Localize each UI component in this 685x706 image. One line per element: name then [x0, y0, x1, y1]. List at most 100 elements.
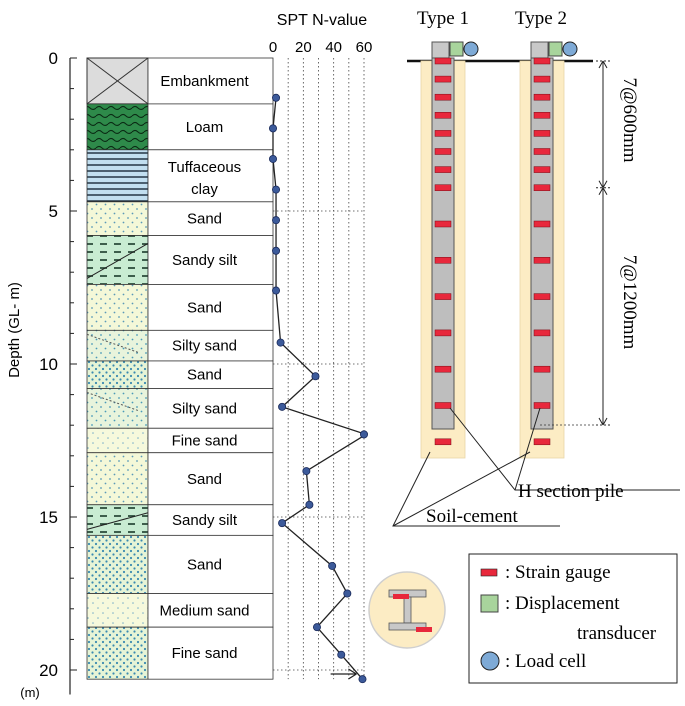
layer-pattern	[86, 284, 149, 331]
spt-point	[268, 124, 277, 133]
spt-tick-label: 0	[269, 39, 277, 56]
layer-pattern	[86, 149, 149, 203]
depth-tick-label: 5	[49, 202, 58, 221]
pile-type-1-label: Type 1	[417, 8, 469, 29]
h-pile-leader	[514, 407, 541, 491]
strain-gauge	[533, 257, 551, 264]
h-section-web	[403, 596, 412, 624]
layer-name-cell	[147, 360, 274, 389]
layer-name-cell	[147, 534, 274, 594]
layer-boundary-diagonal	[86, 512, 149, 530]
strain-gauge-icon	[480, 568, 498, 577]
spt-point	[358, 675, 367, 684]
strain-gauge	[434, 402, 452, 409]
layer-pattern	[86, 452, 149, 506]
strain-gauge	[533, 112, 551, 119]
strain-gauge	[434, 329, 452, 337]
layer-name-cell	[147, 57, 274, 105]
layer-name: Sand	[187, 556, 222, 573]
layer-name: Embankment	[160, 73, 249, 90]
layer-pattern	[86, 534, 149, 594]
legend-transducer: transducer	[577, 623, 657, 644]
soil-cement-label: Soil-cement	[426, 506, 519, 527]
h-pile-leader	[449, 407, 680, 491]
depth-tick-label: 10	[39, 355, 58, 374]
displacement-transducer	[548, 41, 563, 57]
spt-point	[302, 467, 311, 476]
layer-name-cell	[147, 626, 274, 680]
layer-name: Fine sand	[172, 645, 238, 662]
layer-boundary-diagonal	[86, 243, 149, 279]
load-cell	[463, 41, 479, 57]
strain-gauge	[434, 184, 452, 191]
strain-gauge	[434, 365, 452, 373]
strain-gauge	[434, 75, 452, 83]
strain-gauge	[533, 402, 551, 409]
spt-point	[268, 154, 277, 163]
strain-gauge	[434, 148, 452, 155]
layer-name: Sand	[187, 211, 222, 228]
dimension-arrowhead	[598, 60, 608, 69]
layer-pattern	[86, 235, 149, 285]
h-section-gauge-bottom	[416, 627, 432, 632]
displacement-transducer-icon	[480, 594, 499, 613]
spt-point	[359, 430, 368, 439]
strain-gauge	[434, 166, 452, 173]
spt-point	[272, 93, 281, 102]
dimension-arrowhead	[598, 180, 608, 188]
layer-name: clay	[191, 181, 218, 198]
spt-line	[272, 97, 368, 680]
spt-point	[272, 216, 281, 225]
h-section-flange-bottom	[388, 622, 427, 631]
depth-axis-unit: (m)	[20, 685, 40, 700]
layer-pattern	[86, 103, 149, 151]
layer-pattern	[86, 388, 149, 429]
layer-boundary-dashed	[86, 333, 139, 353]
strain-gauge	[533, 184, 551, 191]
legend-strain-gauge: : Strain gauge	[505, 562, 611, 583]
dimension-arrowhead	[598, 187, 608, 195]
strain-gauge	[533, 365, 551, 373]
depth-tick-label: 20	[39, 661, 58, 680]
spt-tick-label: 20	[295, 39, 312, 56]
h-section-icon	[368, 571, 446, 649]
layer-name: Sandy silt	[172, 252, 238, 269]
legend-box	[468, 553, 678, 684]
legend-displacement: : Displacement	[505, 593, 620, 614]
spt-axis-title: SPT N-value	[277, 12, 368, 29]
layer-name: Sand	[187, 471, 222, 488]
strain-gauge	[434, 220, 452, 228]
spt-point	[278, 519, 287, 528]
layer-name: Tuffaceous	[168, 159, 241, 176]
strain-gauge	[533, 220, 551, 228]
spt-tick-label: 60	[356, 39, 373, 56]
layer-name: Sand	[187, 367, 222, 384]
pile-head	[530, 41, 549, 59]
layer-name: Fine sand	[172, 433, 238, 450]
depth-tick-label: 0	[49, 49, 58, 68]
layer-pattern	[86, 626, 149, 680]
depth-axis-title: Depth (GL- m)	[6, 282, 23, 378]
pile-drawing	[392, 41, 680, 527]
spt-point	[311, 372, 320, 381]
layer-name-cell	[147, 452, 274, 506]
strain-gauge	[533, 148, 551, 155]
strain-gauge	[434, 112, 452, 119]
strain-gauge	[533, 93, 551, 101]
strain-gauge	[434, 293, 452, 300]
layer-name-cell	[147, 284, 274, 331]
layer-pattern	[86, 504, 149, 536]
layer-boundary-dashed	[86, 392, 139, 411]
spt-point	[278, 402, 287, 411]
layer-name: Sand	[187, 299, 222, 316]
layer-name-cell	[147, 427, 274, 454]
strain-gauge	[434, 257, 452, 264]
spt-point	[305, 500, 314, 509]
pile-head	[431, 41, 450, 59]
spt-arrowhead	[348, 668, 357, 680]
strain-gauge	[533, 130, 551, 137]
spt-point	[272, 246, 281, 255]
layer-name-cell	[147, 504, 274, 536]
